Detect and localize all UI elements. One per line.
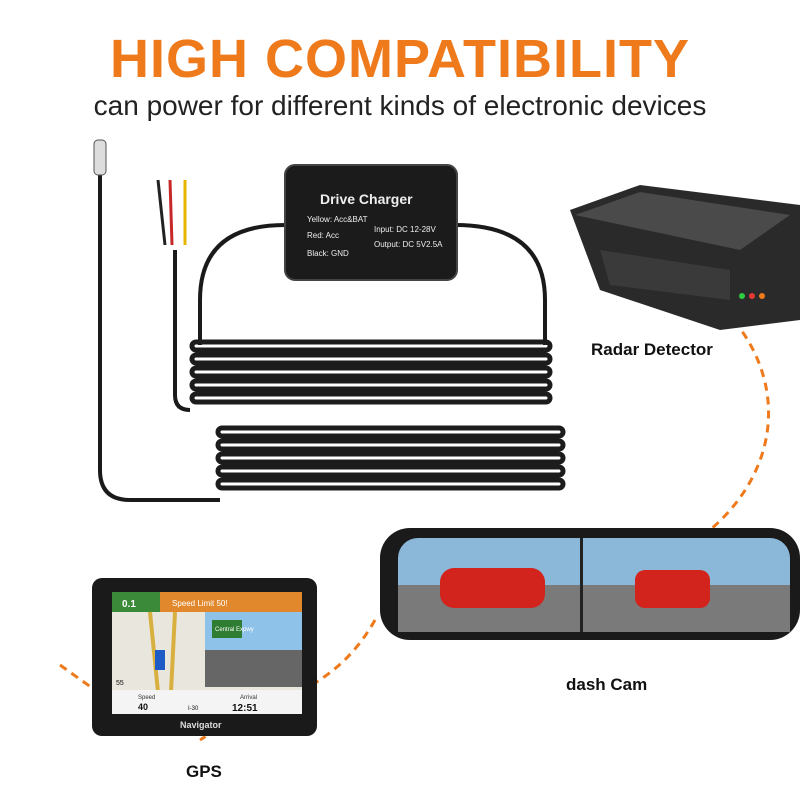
gps-label: GPS [186,762,222,781]
cable-coil-lower [215,425,566,491]
dash-cam-label: dash Cam [566,675,648,694]
headline: HIGH COMPATIBILITY [110,29,690,89]
gps-arrival: 12:51 [232,703,258,714]
gps-device [92,578,317,736]
connector-radar [709,308,771,532]
dash-cam-mirror [380,528,800,640]
cable-wires [98,175,547,502]
gps-speed: 40 [138,702,148,712]
charger-title: Drive Charger [320,191,413,207]
charger-output: Output: DC 5V2.5A [374,240,443,249]
charger-black: Black: GND [307,249,349,258]
subheadline: can power for different kinds of electro… [93,90,707,121]
wire-red [168,179,174,246]
gps-limit-sign: 55 [116,680,124,687]
radar-detector-label: Radar Detector [591,340,713,359]
gps-exit-sign: Central Expwy [215,627,254,633]
gps-distance: 0.1 [122,599,136,610]
gps-brand: Navigator [180,720,222,730]
radar-detector [570,185,800,330]
usb-c-plug [93,139,107,176]
charger-yellow: Yellow: Acc&BAT [307,215,368,224]
charger-red: Red: Acc [307,231,339,240]
drive-charger-box: Drive Charger Yellow: Acc&BAT Red: Acc B… [284,164,458,281]
gps-road: I-30 [188,706,199,712]
gps-arrival-label: Arrival [240,695,257,701]
red-car-right [635,570,710,608]
gps-speed-label: Speed [138,695,155,701]
wire-black [156,179,167,246]
charger-input: Input: DC 12-28V [374,225,436,234]
cable-coil-upper [189,339,553,405]
connector-gps-left [59,663,96,692]
red-car-left [440,568,545,608]
gps-speed-limit-banner: Speed Limit 50! [172,599,228,608]
